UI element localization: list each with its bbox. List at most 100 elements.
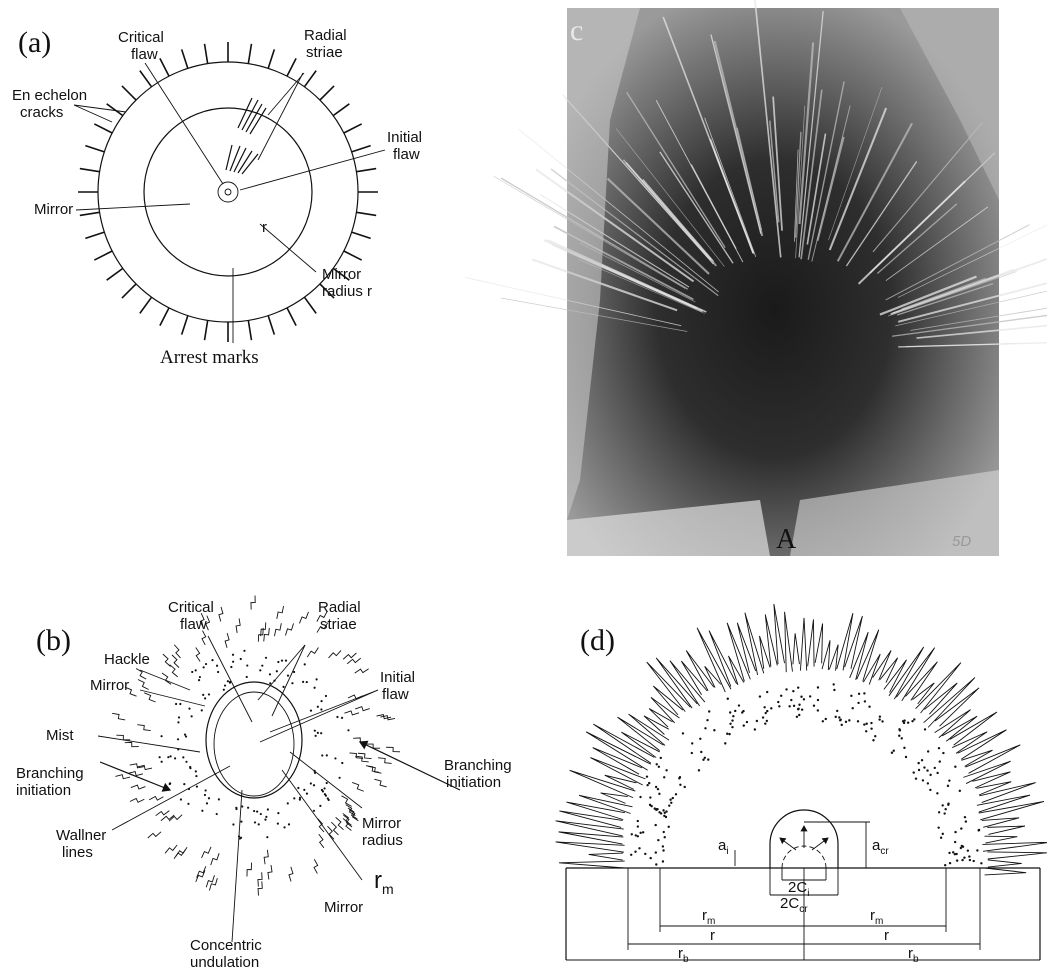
mist-dot	[204, 794, 206, 796]
mist-dot	[317, 706, 319, 708]
mist-dot	[259, 669, 261, 671]
mist-dot	[948, 779, 950, 781]
mist-dot	[963, 857, 965, 859]
mist-dot	[943, 812, 945, 814]
mist-dot	[962, 846, 964, 848]
initial-flaw-circle	[225, 189, 231, 195]
mist-dot	[282, 686, 284, 688]
hackle-mark	[251, 596, 255, 610]
mist-dot	[180, 798, 182, 800]
mist-dot	[240, 820, 242, 822]
mist-dot	[662, 860, 664, 862]
mist-dot	[261, 665, 263, 667]
mist-dot	[299, 797, 301, 799]
mist-dot	[317, 732, 319, 734]
panel-c-tag: c	[570, 14, 583, 47]
mist-dot	[948, 852, 950, 854]
mist-dot	[266, 836, 268, 838]
mist-dot	[765, 712, 767, 714]
mist-dot	[320, 708, 322, 710]
mist-dot	[293, 797, 295, 799]
mist-dot	[940, 837, 942, 839]
mist-dot	[230, 666, 232, 668]
mist-dot	[657, 839, 659, 841]
mist-dot	[727, 698, 729, 700]
mist-dot	[320, 732, 322, 734]
mist-dot	[639, 796, 641, 798]
mist-dot	[203, 666, 205, 668]
label-b-branching-left: Branchinginitiation	[16, 765, 84, 799]
hackle-mark	[170, 665, 178, 677]
hackle-spike	[556, 842, 625, 852]
mist-dot	[798, 714, 800, 716]
hackle-spike	[566, 802, 624, 820]
mist-dot	[731, 726, 733, 728]
mist-dot	[941, 804, 943, 806]
mist-dot	[185, 761, 187, 763]
mist-dot	[956, 859, 958, 861]
mist-dot	[177, 738, 179, 740]
mist-dot	[967, 849, 969, 851]
mist-dot	[277, 822, 279, 824]
hackle-mark	[274, 623, 281, 636]
mist-dot	[929, 789, 931, 791]
hackle-mark	[264, 850, 268, 864]
mist-dot	[835, 716, 837, 718]
mist-dot	[246, 664, 248, 666]
mist-dot	[672, 797, 674, 799]
mist-dot	[878, 718, 880, 720]
mist-dot	[184, 734, 186, 736]
label-mirror: Mirror	[34, 201, 73, 218]
en-echelon-tick	[287, 308, 296, 326]
hackle-spike	[985, 868, 1027, 875]
hackle-mark	[343, 653, 356, 659]
mist-dot	[159, 756, 161, 758]
hackle-spike	[709, 631, 737, 687]
mist-dot	[936, 792, 938, 794]
en-echelon-tick	[268, 316, 274, 335]
mist-dot	[195, 669, 197, 671]
mist-dot	[201, 709, 203, 711]
mist-dot	[872, 739, 874, 741]
label-r: r	[262, 219, 267, 236]
hackle-spike	[651, 697, 680, 723]
mist-dot	[918, 769, 920, 771]
hackle-mark	[378, 758, 391, 764]
mist-dot	[291, 682, 293, 684]
mist-dot	[777, 701, 779, 703]
mist-dot	[927, 750, 929, 752]
hackle-mark	[347, 658, 360, 664]
mist-dot	[836, 710, 838, 712]
hackle-spike	[982, 842, 1047, 851]
hackle-mark	[380, 716, 395, 720]
hackle-mark	[225, 633, 229, 648]
mist-dot	[754, 728, 756, 730]
mist-dot	[850, 695, 852, 697]
mist-dot	[790, 699, 792, 701]
mist-dot	[664, 836, 666, 838]
mist-dot	[638, 847, 640, 849]
mist-dot	[954, 831, 956, 833]
mist-dot	[322, 790, 324, 792]
mirror-circle	[144, 108, 312, 276]
mist-dot	[964, 816, 966, 818]
hackle-mark	[125, 742, 139, 746]
mist-dot	[913, 771, 915, 773]
en-echelon-tick	[140, 71, 152, 87]
en-echelon-tick	[107, 268, 123, 280]
hackle-spike	[793, 633, 799, 664]
hackle-spike	[985, 836, 1018, 843]
en-echelon-tick	[333, 104, 349, 116]
mist-dot	[216, 813, 218, 815]
mist-dot	[302, 681, 304, 683]
mist-dot	[276, 670, 278, 672]
hackle-mark	[314, 859, 318, 873]
hackle-mark	[258, 872, 262, 886]
mist-dot	[660, 757, 662, 759]
mist-dot	[858, 693, 860, 695]
label-b-hackle: Hackle	[104, 651, 150, 668]
mist-dot	[169, 755, 171, 757]
mist-dot	[243, 650, 245, 652]
en-echelon-tick	[304, 297, 316, 313]
